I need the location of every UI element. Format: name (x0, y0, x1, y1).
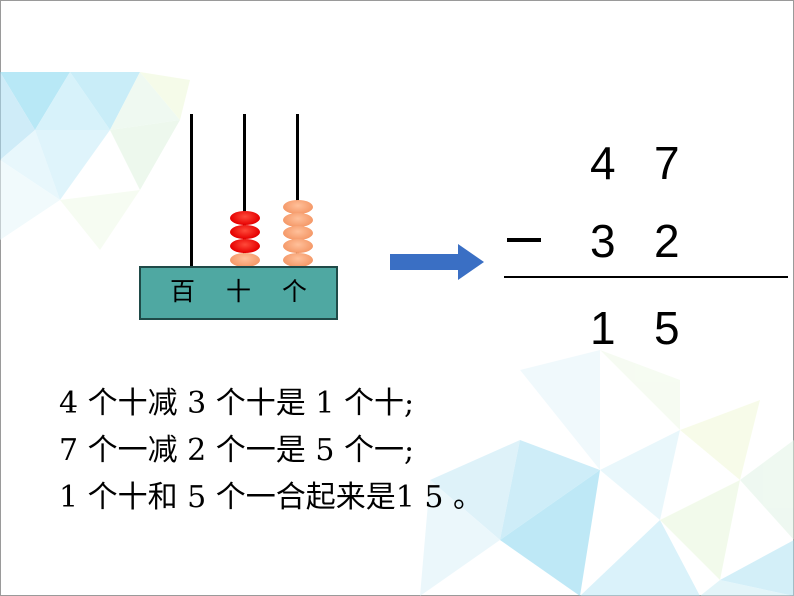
subtrahend-ones-digit: 2 (654, 215, 680, 267)
minuend-tens-digit: 4 (590, 137, 616, 189)
minuend-ones-digit: 7 (654, 137, 680, 189)
explanation-line-2: 7 个一减 2 个一是 5 个一; (59, 433, 415, 468)
tens-bead (230, 253, 260, 267)
ones-bead (283, 213, 313, 227)
rod-ones (296, 114, 299, 268)
place-label-ones: 个 (282, 277, 308, 306)
ones-bead (283, 200, 313, 214)
minus-sign (507, 238, 541, 242)
place-label-hundreds: 百 (170, 277, 196, 306)
result-ones-digit: 5 (654, 302, 680, 354)
right-arrow-icon (390, 244, 484, 280)
ones-bead (283, 253, 313, 267)
tens-bead (230, 239, 260, 253)
explanation-line-1: 4 个十减 3 个十是 1 个十; (59, 386, 415, 421)
subtrahend-tens-digit: 3 (590, 215, 616, 267)
result-tens-digit: 1 (590, 302, 616, 354)
abacus-base (139, 266, 338, 320)
rod-hundreds (190, 114, 193, 268)
rod-tens (243, 114, 246, 268)
place-label-tens: 十 (226, 277, 252, 306)
explanation-line-3: 1 个十和 5 个一合起来是1 5 。 (59, 480, 484, 515)
result-line (504, 276, 788, 278)
ones-bead (283, 239, 313, 253)
tens-bead (230, 211, 260, 225)
ones-bead (283, 226, 313, 240)
tens-bead (230, 225, 260, 239)
